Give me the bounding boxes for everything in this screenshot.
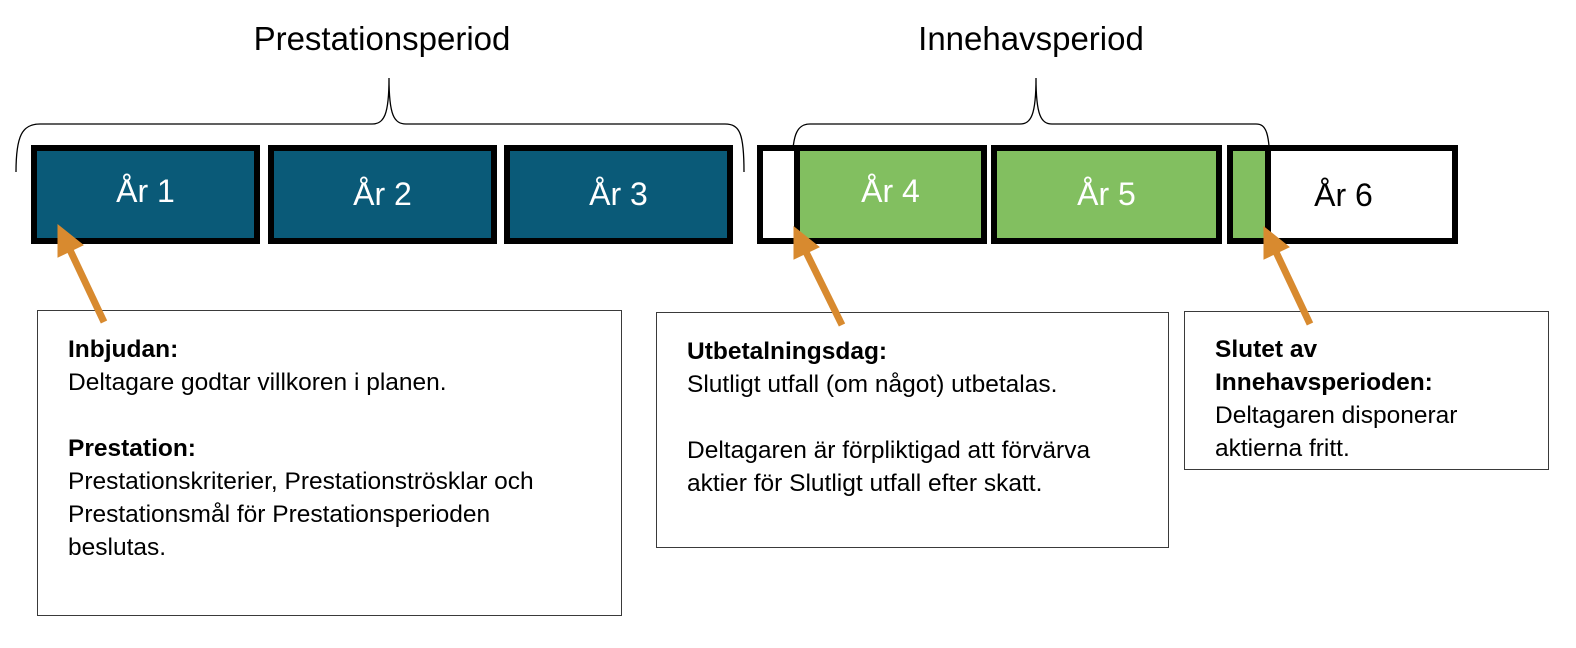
holding-end-text-line-1: Deltagaren disponerar — [1215, 402, 1458, 429]
year-4-label: År 4 — [861, 173, 920, 209]
year-5-block: År 5 — [991, 145, 1222, 244]
year-3-block: År 3 — [504, 145, 733, 244]
holding-end-text-line-2: aktierna fritt. — [1215, 435, 1350, 462]
holding-end-arrow — [1263, 225, 1314, 326]
holding-period-brace — [791, 77, 1271, 173]
year-6-block: År 6 — [1265, 145, 1458, 244]
performance-period-brace — [15, 77, 745, 173]
performance-heading: Prestation: — [68, 435, 196, 462]
holding-period-label: Innehavsperiod — [918, 20, 1144, 57]
year-3-label: År 3 — [589, 176, 648, 212]
performance-period-label: Prestationsperiod — [253, 20, 511, 57]
payout-info-box: Utbetalningsdag: Slutligt utfall (om någ… — [656, 312, 1169, 548]
year-2-label: År 2 — [353, 176, 412, 212]
holding-end-heading-line-2: Innehavsperioden: — [1215, 369, 1433, 396]
invitation-text: Deltagare godtar villkoren i planen. — [68, 369, 447, 396]
year-4-block: År 4 — [794, 145, 987, 244]
holding-end-heading-line-1: Slutet av — [1215, 336, 1318, 363]
payout-obligation-line-1: Deltagaren är förpliktigad att förvärva — [687, 437, 1091, 464]
payout-arrow — [793, 225, 846, 327]
holding-end-info-box: Slutet av Innehavsperioden: Deltagaren d… — [1184, 311, 1549, 470]
payout-heading: Utbetalningsdag: — [687, 338, 888, 365]
year-6-label: År 6 — [1314, 177, 1373, 213]
payout-text: Slutligt utfall (om något) utbetalas. — [687, 371, 1058, 398]
performance-text-line-2: Prestationsmål för Prestationsperioden — [68, 501, 491, 528]
year-5-label: År 5 — [1077, 176, 1136, 212]
year-1-label: År 1 — [116, 173, 175, 209]
payout-obligation-line-2: aktier för Slutligt utfall efter skatt. — [687, 470, 1043, 497]
year-2-block: År 2 — [268, 145, 497, 244]
invitation-heading: Inbjudan: — [68, 336, 179, 363]
year-1-block: År 1 — [31, 145, 260, 244]
performance-text-line-1: Prestationskriterier, Prestationströskla… — [68, 468, 534, 495]
invitation-info-box: Inbjudan: Deltagare godtar villkoren i p… — [37, 310, 622, 616]
invitation-arrow — [57, 223, 108, 324]
performance-text-line-3: beslutas. — [68, 534, 167, 561]
